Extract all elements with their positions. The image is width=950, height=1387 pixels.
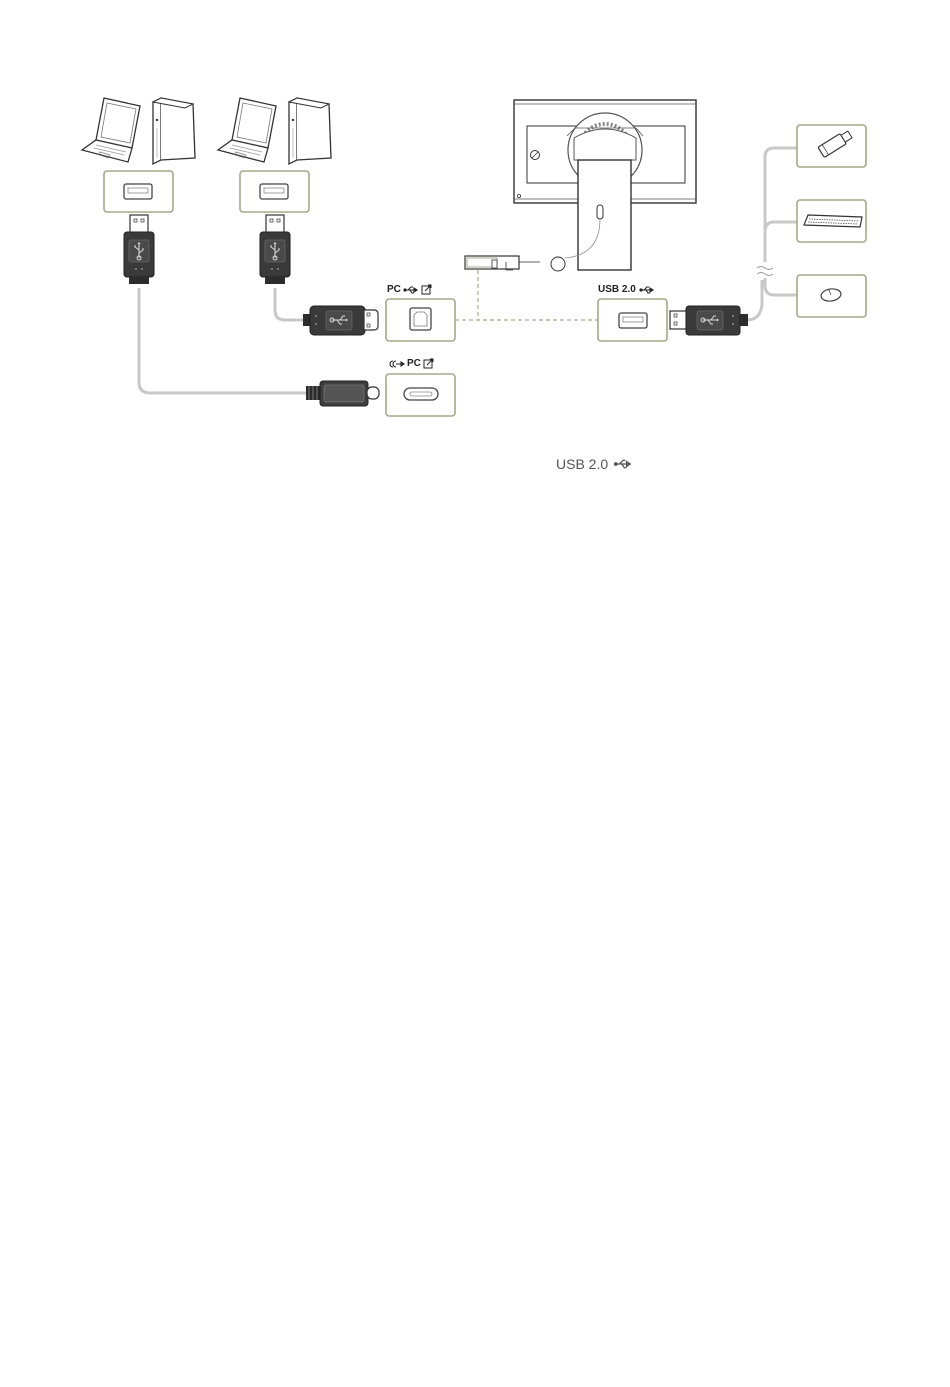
usb-c-icon [387,359,405,369]
usb-2-0-port-label: USB 2.0 [598,284,656,295]
laptop-icon [82,98,140,162]
caption-text: USB 2.0 [556,456,608,472]
usb-a-plug [124,215,154,284]
laptop-icon [218,98,276,162]
usb-a-plug [260,215,290,284]
desktop-pc-icon [289,98,331,164]
desktop-pc-icon [153,98,195,164]
cable-break-icon [755,262,773,278]
pc-usb-a-port [104,171,173,212]
monitor-rear-view [465,100,696,271]
port-label-text: PC [407,358,421,369]
usb-c-plug [306,381,379,406]
usb-icon [638,285,656,295]
port-label-text: USB 2.0 [598,284,636,295]
usb-b-plug [303,306,378,335]
connection-guide-line [455,270,598,320]
usb-flash-drive-icon [797,125,866,167]
pc-usb-b-port-label: PC [387,284,432,295]
mouse-icon [797,275,866,317]
usb-c-port [386,374,455,416]
usb-caption: USB 2.0 [556,456,634,472]
port-label-text: PC [387,284,401,295]
keyboard-icon [797,200,866,242]
upstream-icon [423,358,434,369]
usb-a-plug [670,306,748,335]
usb-icon [612,458,634,470]
cable [139,148,797,393]
pc-usb-c-port-label: PC [387,358,434,369]
upstream-icon [421,284,432,295]
usb-icon [403,285,419,295]
usb-b-upstream-port [386,299,455,341]
pc-usb-a-port [240,171,309,212]
usb-2-0-downstream-port [598,299,667,341]
